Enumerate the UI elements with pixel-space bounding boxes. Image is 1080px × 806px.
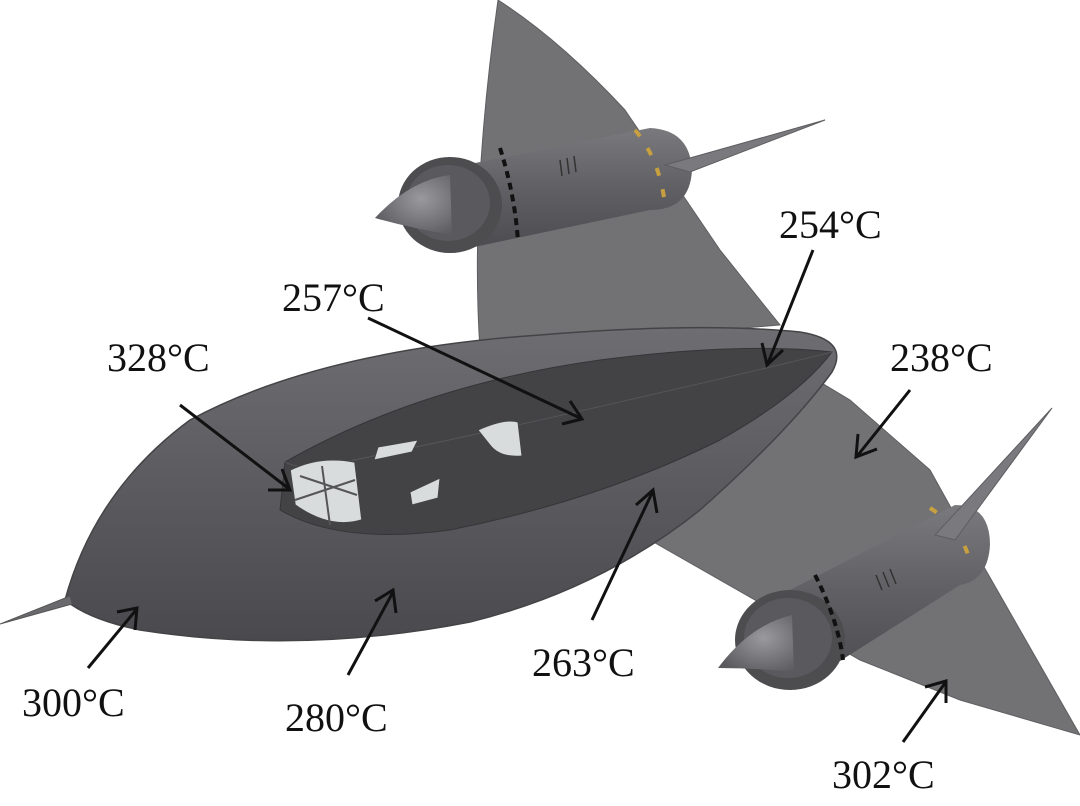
- arrow-300: [86, 606, 139, 669]
- arrow-238: [854, 389, 912, 460]
- arrow-263: [590, 487, 659, 621]
- label-280: 280°C: [285, 695, 388, 740]
- arrow-328: [179, 403, 293, 492]
- arrow-257: [367, 316, 585, 426]
- arrows: [86, 249, 948, 743]
- canopy: [289, 420, 523, 526]
- label-302: 302°C: [832, 752, 935, 797]
- arrow-280: [346, 587, 398, 676]
- nose-probe: [0, 595, 73, 625]
- label-263: 263°C: [532, 640, 635, 685]
- upper-engine: [375, 119, 826, 253]
- lower-engine: [718, 407, 1053, 690]
- label-328: 328°C: [107, 335, 210, 380]
- label-238: 238°C: [890, 335, 993, 380]
- label-257: 257°C: [282, 275, 385, 320]
- arrow-254: [760, 249, 815, 368]
- arrow-302: [901, 679, 948, 743]
- label-300: 300°C: [22, 680, 125, 725]
- label-254: 254°C: [779, 202, 882, 247]
- lower-engine-spike: [934, 407, 1053, 541]
- upper-engine-spike: [663, 119, 826, 173]
